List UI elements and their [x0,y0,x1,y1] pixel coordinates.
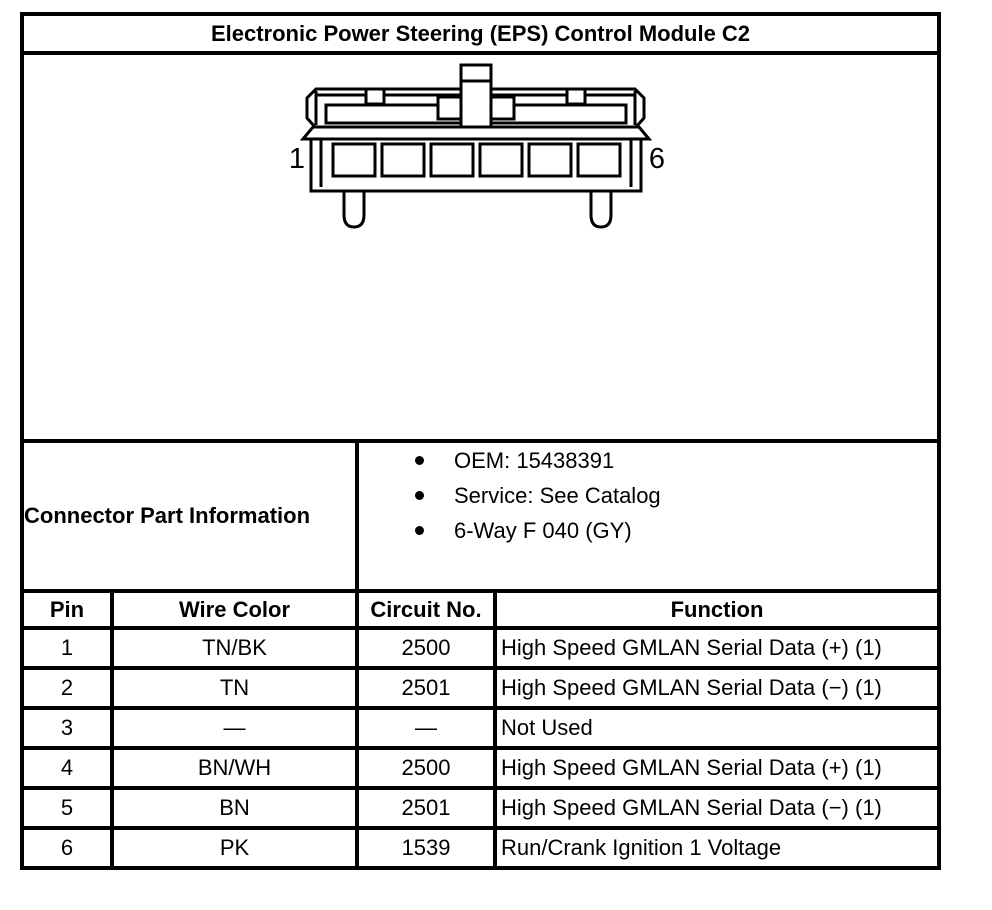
table-row-pin-1: 1 TN/BK 2500 High Speed GMLAN Serial Dat… [20,626,942,670]
oem-number: OEM: 15438391 [454,447,615,473]
table-header-row: Pin Wire Color Circuit No. Function [20,589,942,630]
bullet-icon [415,526,424,535]
pin-cell: 6 [20,826,114,870]
connector-part-info-details: OEM: 15438391 Service: See Catalog 6-Way… [354,439,942,593]
wire-color-cell: TN [110,666,359,710]
column-header-function: Function [492,589,942,630]
connector-diagram: 1 6 [288,63,665,229]
connector-info-row: Connector Part Information OEM: 15438391… [20,439,942,593]
pin-cavity-5 [527,142,572,178]
bullet-icon [415,491,424,500]
function-cell: High Speed GMLAN Serial Data (+) (1) [492,626,942,670]
circuit-no-cell: 2500 [355,746,497,790]
connector-leg-left [342,191,365,229]
page-title: Electronic Power Steering (EPS) Control … [19,12,942,55]
list-item-connector-type: 6-Way F 040 (GY) [361,513,935,548]
connector-latch [459,63,492,129]
latch-shoulder-left [436,95,462,121]
pin-cell: 1 [20,626,114,670]
function-cell: High Speed GMLAN Serial Data (−) (1) [492,666,942,710]
wire-color-cell: PK [110,826,359,870]
column-header-pin: Pin [20,589,114,630]
connector-sheet: Electronic Power Steering (EPS) Control … [19,12,942,870]
pin-cavity-4 [478,142,523,178]
circuit-no-cell: 2501 [355,786,497,830]
function-cell: Not Used [492,706,942,750]
table-row-pin-2: 2 TN 2501 High Speed GMLAN Serial Data (… [20,666,942,710]
drawing-row: 1 6 [19,51,942,443]
connector-leg-right [589,191,612,229]
table-row-pin-3: 3 — — Not Used [20,706,942,750]
circuit-no-cell: — [355,706,497,750]
pin-cell: 3 [20,706,114,750]
function-cell: High Speed GMLAN Serial Data (+) (1) [492,746,942,790]
pin-cell: 2 [20,666,114,710]
bullet-icon [415,456,424,465]
service-info: Service: See Catalog [454,482,661,508]
table-row-pin-4: 4 BN/WH 2500 High Speed GMLAN Serial Dat… [20,746,942,790]
pin-cavity-1 [331,142,376,178]
latch-shoulder-right [489,95,515,121]
pin-cell: 4 [20,746,114,790]
wire-color-cell: BN [110,786,359,830]
wire-color-cell: BN/WH [110,746,359,790]
index-notch-left [364,87,385,106]
pin-6-label: 6 [648,143,664,175]
connector-info-list: OEM: 15438391 Service: See Catalog 6-Way… [361,445,935,548]
connector-base-strip [299,125,652,141]
column-header-circuit-no: Circuit No. [355,589,497,630]
function-cell: Run/Crank Ignition 1 Voltage [492,826,942,870]
function-cell: High Speed GMLAN Serial Data (−) (1) [492,786,942,830]
table-row-pin-6: 6 PK 1539 Run/Crank Ignition 1 Voltage [20,826,942,870]
list-item-service: Service: See Catalog [361,478,935,513]
index-notch-right [565,87,586,106]
pin-cavity-3 [429,142,474,178]
table-row-pin-5: 5 BN 2501 High Speed GMLAN Serial Data (… [20,786,942,830]
wire-color-cell: — [110,706,359,750]
pin-1-label: 1 [288,143,304,175]
list-item-oem: OEM: 15438391 [361,445,935,478]
pin-cavity-6 [576,142,621,178]
connector-type: 6-Way F 040 (GY) [454,517,632,543]
title-row: Electronic Power Steering (EPS) Control … [19,12,942,55]
circuit-no-cell: 2501 [355,666,497,710]
pin-cell: 5 [20,786,114,830]
column-header-wire-color: Wire Color [110,589,359,630]
circuit-no-cell: 2500 [355,626,497,670]
pin-cavity-2 [380,142,425,178]
wire-color-cell: TN/BK [110,626,359,670]
connector-part-info-label: Connector Part Information [20,439,359,593]
connector-drawing-area: 1 6 [19,51,942,443]
circuit-no-cell: 1539 [355,826,497,870]
